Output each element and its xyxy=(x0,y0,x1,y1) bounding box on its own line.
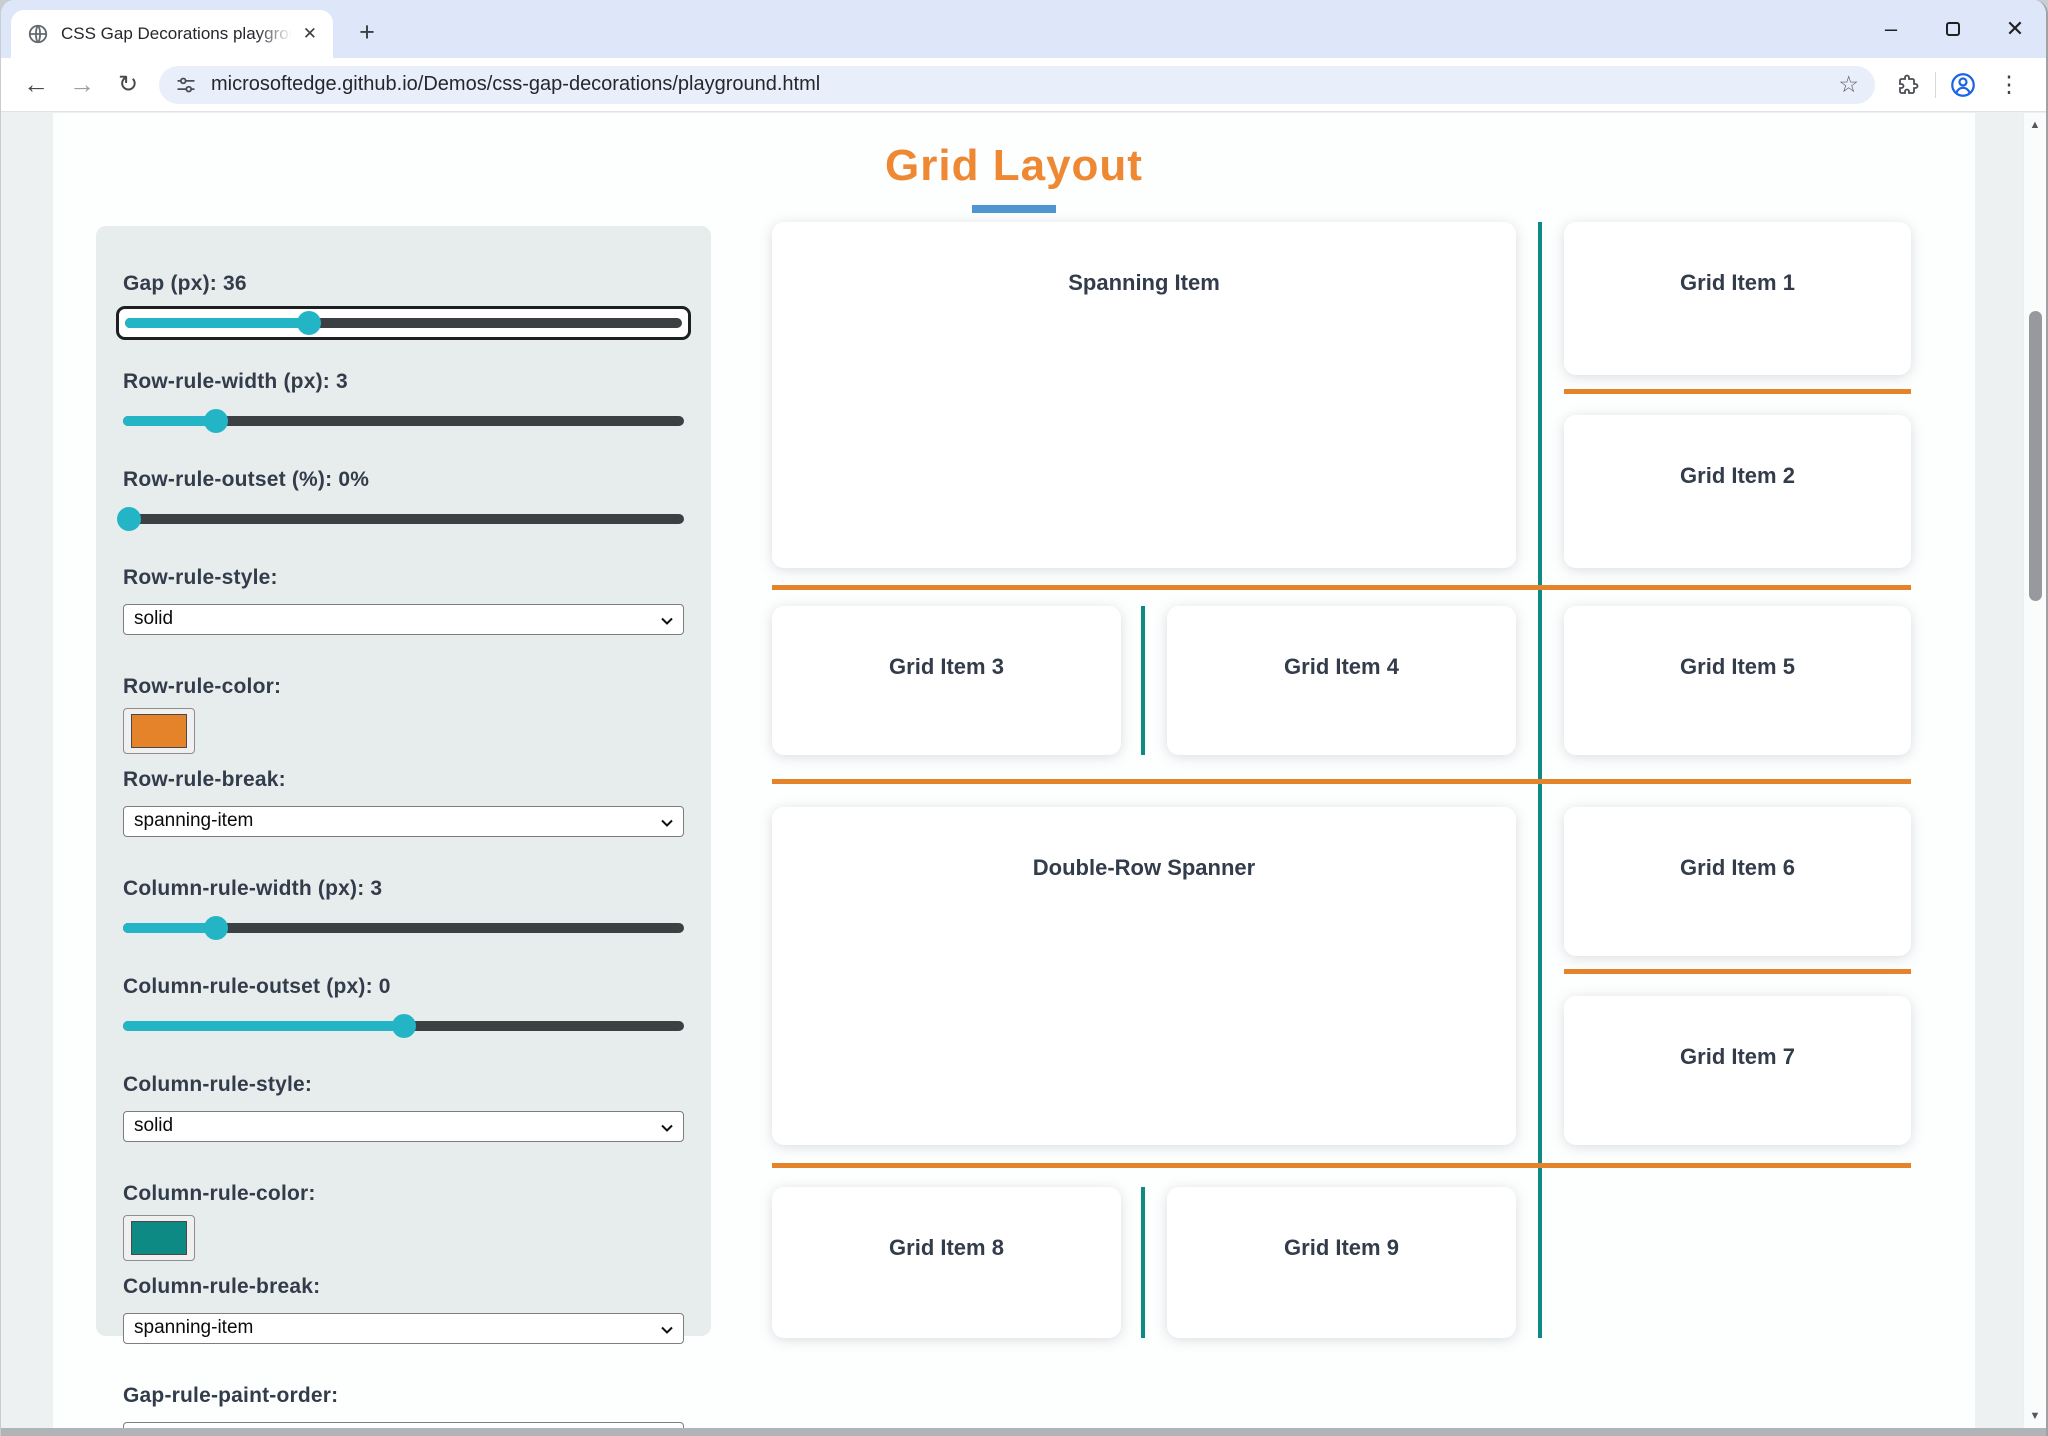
slider-thumb[interactable] xyxy=(203,916,228,940)
globe-favicon-icon xyxy=(28,24,48,44)
gap-slider[interactable] xyxy=(116,306,691,340)
column-rule-color-value xyxy=(131,1221,187,1255)
row-rule-outset-slider[interactable] xyxy=(116,506,684,532)
row-rule-break-select[interactable]: spanning-item xyxy=(123,806,684,837)
column-rule-style-label: Column-rule-style: xyxy=(123,1073,313,1096)
grid-card-spanning-item: Spanning Item xyxy=(772,222,1516,568)
row-rule xyxy=(772,779,1911,784)
maximize-icon[interactable] xyxy=(1922,3,1984,55)
grid-card-double-row-spanner: Double-Row Spanner xyxy=(772,807,1516,1145)
row-rule-break-label: Row-rule-break: xyxy=(123,768,286,791)
grid-card-3: Grid Item 3 xyxy=(772,606,1121,755)
demo-grid: Spanning Item Grid Item 1 Grid Item 2 Gr… xyxy=(772,222,1911,1338)
column-rule xyxy=(1141,1187,1145,1338)
column-rule-break-select[interactable]: spanning-item xyxy=(123,1313,684,1344)
column-rule-color-picker[interactable] xyxy=(123,1215,195,1261)
row-rule xyxy=(772,1163,1911,1168)
gap-rule-paint-order-select[interactable]: row-over-column xyxy=(123,1422,684,1428)
row-rule-color-value xyxy=(131,714,187,748)
new-tab-button[interactable]: + xyxy=(359,16,375,47)
column-rule-break-label: Column-rule-break: xyxy=(123,1275,321,1298)
url-text[interactable]: microsoftedge.github.io/Demos/css-gap-de… xyxy=(211,73,821,95)
column-rule-outset-label: Column-rule-outset (px): 0 xyxy=(123,975,391,998)
row-rule-width-slider[interactable] xyxy=(123,408,684,434)
bookmark-star-icon[interactable]: ☆ xyxy=(1838,71,1859,97)
row-rule-style-label: Row-rule-style: xyxy=(123,566,278,589)
grid-card-6: Grid Item 6 xyxy=(1564,807,1911,956)
grid-card-8: Grid Item 8 xyxy=(772,1187,1121,1338)
profile-avatar-icon[interactable] xyxy=(1940,63,1986,107)
row-rule xyxy=(1564,389,1911,394)
browser-menu-icon[interactable]: ⋮ xyxy=(1997,71,2021,97)
slider-thumb[interactable] xyxy=(203,409,228,433)
toolbar-divider xyxy=(1935,71,1936,98)
vertical-scrollbar[interactable]: ▲ ▼ xyxy=(2023,113,2046,1428)
site-settings-icon[interactable] xyxy=(175,74,197,96)
controls-panel: Gap (px): 36 Row-rule-width (px): 3 Row-… xyxy=(96,226,711,1428)
column-rule-width-slider[interactable] xyxy=(123,915,684,941)
page-title: Grid Layout xyxy=(885,141,1143,190)
grid-card-5: Grid Item 5 xyxy=(1564,606,1911,755)
extensions-icon[interactable] xyxy=(1885,63,1931,107)
scroll-up-icon[interactable]: ▲ xyxy=(2029,119,2041,131)
row-rule-style-select[interactable]: solid xyxy=(123,604,684,635)
minimize-icon[interactable]: – xyxy=(1884,16,1898,41)
grid-card-7: Grid Item 7 xyxy=(1564,996,1911,1145)
chevron-down-icon xyxy=(661,1326,673,1334)
column-rule-width-label: Column-rule-width (px): 3 xyxy=(123,877,383,900)
gap-slider-label: Gap (px): 36 xyxy=(123,272,247,295)
slider-thumb[interactable] xyxy=(296,311,321,335)
close-icon[interactable]: ✕ xyxy=(2005,16,2025,41)
column-rule-outset-slider[interactable] xyxy=(123,1013,684,1039)
gap-rule-paint-order-label: Gap-rule-paint-order: xyxy=(123,1384,339,1407)
row-rule-color-picker[interactable] xyxy=(123,708,195,754)
tab-close-icon[interactable]: ✕ xyxy=(302,24,317,43)
chevron-down-icon xyxy=(661,819,673,827)
forward-icon[interactable]: → xyxy=(69,69,95,99)
scroll-down-icon[interactable]: ▼ xyxy=(2029,1410,2041,1422)
row-rule-outset-label: Row-rule-outset (%): 0% xyxy=(123,468,370,491)
grid-card-1: Grid Item 1 xyxy=(1564,222,1911,375)
slider-thumb[interactable] xyxy=(116,507,141,531)
grid-card-2: Grid Item 2 xyxy=(1564,415,1911,568)
row-rule-width-label: Row-rule-width (px): 3 xyxy=(123,370,348,393)
grid-card-4: Grid Item 4 xyxy=(1167,606,1516,755)
chevron-down-icon xyxy=(661,617,673,625)
address-bar[interactable]: microsoftedge.github.io/Demos/css-gap-de… xyxy=(159,65,1875,104)
row-rule xyxy=(1564,969,1911,974)
row-rule-color-label: Row-rule-color: xyxy=(123,675,282,698)
column-rule-color-label: Column-rule-color: xyxy=(123,1182,316,1205)
page-body: Grid Layout Gap (px): 36 Row-rule-width … xyxy=(53,113,1975,1428)
window-controls: – ✕ xyxy=(1860,0,2046,58)
tab-strip: CSS Gap Decorations playground ✕ + – ✕ xyxy=(1,0,2046,58)
scrollbar-thumb[interactable] xyxy=(2029,311,2042,601)
tab-title: CSS Gap Decorations playground xyxy=(61,24,299,43)
grid-card-9: Grid Item 9 xyxy=(1167,1187,1516,1338)
title-underline xyxy=(972,205,1056,213)
window-bottom-edge xyxy=(1,1428,2046,1436)
reload-icon[interactable]: ↻ xyxy=(117,71,139,98)
back-icon[interactable]: ← xyxy=(23,69,49,99)
chevron-down-icon xyxy=(661,1124,673,1132)
page-viewport: Grid Layout Gap (px): 36 Row-rule-width … xyxy=(1,113,2046,1428)
browser-toolbar: ← → ↻ microsoftedge.github.io/Demos/css-… xyxy=(1,58,2046,112)
slider-thumb[interactable] xyxy=(391,1014,416,1038)
row-rule xyxy=(772,585,1911,590)
column-rule xyxy=(1141,606,1145,755)
browser-tab[interactable]: CSS Gap Decorations playground ✕ xyxy=(11,10,333,58)
column-rule-style-select[interactable]: solid xyxy=(123,1111,684,1142)
